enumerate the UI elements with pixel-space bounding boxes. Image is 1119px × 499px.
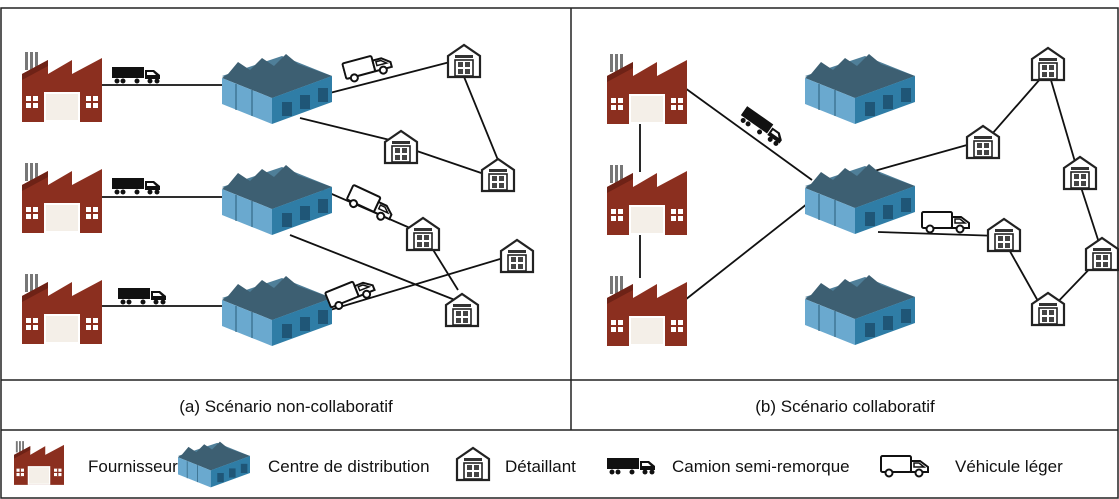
supplier-factory-icon <box>607 54 687 124</box>
semi-truck-icon <box>112 67 160 84</box>
supplier-factory-icon <box>22 274 102 344</box>
legend-light-vehicle-label: Véhicule léger <box>955 457 1063 476</box>
retailer-store-icon <box>480 157 516 193</box>
panel-a-links <box>100 61 511 311</box>
legend-semi-truck-label: Camion semi-remorque <box>672 457 850 476</box>
retailer-store-icon <box>986 217 1022 253</box>
supplier-factory-icon <box>22 52 102 122</box>
legend-distribution-center-label: Centre de distribution <box>268 457 430 476</box>
retailer-store-icon <box>1062 155 1098 191</box>
legend-van-icon <box>880 455 929 478</box>
semi-truck-icon <box>737 106 787 148</box>
distribution-center-warehouse-icon <box>222 275 332 347</box>
diagram-frame <box>0 7 1119 499</box>
van-icon <box>921 211 970 234</box>
semi-truck-icon <box>118 288 166 305</box>
semi-truck-icon <box>112 178 160 195</box>
retailer-store-icon <box>1030 46 1066 82</box>
legend-retailer-label: Détaillant <box>505 457 576 476</box>
legend-warehouse-icon <box>178 441 250 488</box>
distribution-center-warehouse-icon <box>222 164 332 236</box>
legend-supplier-label: Fournisseur <box>88 457 178 476</box>
van-icon <box>343 183 398 225</box>
legend-store-icon <box>455 446 491 482</box>
legend-factory-icon <box>14 441 64 485</box>
distribution-center-warehouse-icon <box>805 163 915 235</box>
distribution-center-warehouse-icon <box>805 274 915 346</box>
panel-b <box>607 46 1119 346</box>
retailer-store-icon <box>1084 236 1119 272</box>
panel-a <box>22 43 535 347</box>
retailer-store-icon <box>405 216 441 252</box>
distribution-center-warehouse-icon <box>222 53 332 125</box>
van-icon <box>324 274 378 313</box>
supplier-factory-icon <box>607 276 687 346</box>
retailer-store-icon <box>383 129 419 165</box>
retailer-store-icon <box>499 238 535 274</box>
supplier-factory-icon <box>22 163 102 233</box>
caption-non-collaborative: (a) Scénario non-collaboratif <box>179 397 393 416</box>
caption-collaborative: (b) Scénario collaboratif <box>755 397 935 416</box>
legend-semi-truck-icon <box>607 458 655 475</box>
legend: Fournisseur Centre de distribution Détai… <box>14 441 1063 488</box>
distribution-center-warehouse-icon <box>805 53 915 125</box>
supplier-factory-icon <box>607 165 687 235</box>
retailer-store-icon <box>446 43 482 79</box>
